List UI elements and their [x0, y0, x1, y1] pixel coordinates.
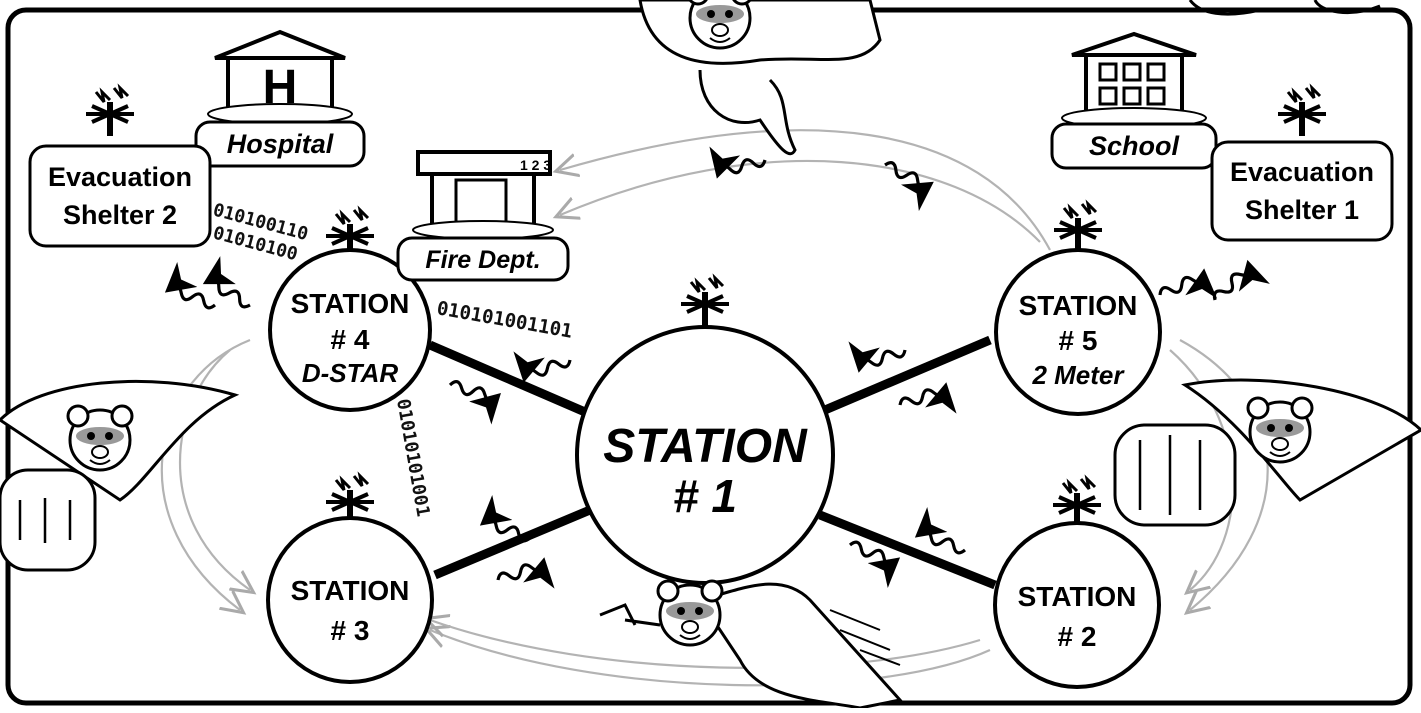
fist-icon	[0, 470, 95, 570]
shelter-2-line2: Shelter 2	[63, 200, 177, 230]
bear-face-icon	[1248, 398, 1312, 462]
station-3-number: # 3	[331, 615, 370, 646]
school-label: School	[1089, 131, 1180, 161]
station-4-number: # 4	[331, 324, 370, 355]
shelter-2-line1: Evacuation	[48, 162, 192, 192]
hospital-label: Hospital	[227, 129, 334, 159]
fire-number: 1 2 3	[520, 157, 551, 173]
fist-icon	[1115, 425, 1235, 525]
station-1-number: # 1	[673, 470, 737, 522]
station-5-name: STATION	[1019, 290, 1138, 321]
shelter-1-line2: Shelter 1	[1245, 195, 1359, 225]
fire-label: Fire Dept.	[425, 246, 540, 274]
station-2-name: STATION	[1018, 581, 1137, 612]
station-5-mode: 2 Meter	[1031, 360, 1125, 390]
station-4-name: STATION	[291, 288, 410, 319]
station-5-number: # 5	[1059, 325, 1098, 356]
station-4-mode: D-STAR	[302, 358, 399, 388]
evacuation-shelter-1: Evacuation Shelter 1	[1212, 142, 1392, 240]
fire-door-icon	[456, 180, 506, 226]
shelter-1-line1: Evacuation	[1230, 157, 1374, 187]
bear-face-icon	[68, 406, 132, 470]
station-2-number: # 2	[1058, 621, 1097, 652]
bear-face-icon	[658, 581, 722, 645]
evacuation-shelter-2: Evacuation Shelter 2	[30, 146, 210, 246]
station-1-name: STATION	[603, 420, 808, 473]
station-3-name: STATION	[291, 575, 410, 606]
